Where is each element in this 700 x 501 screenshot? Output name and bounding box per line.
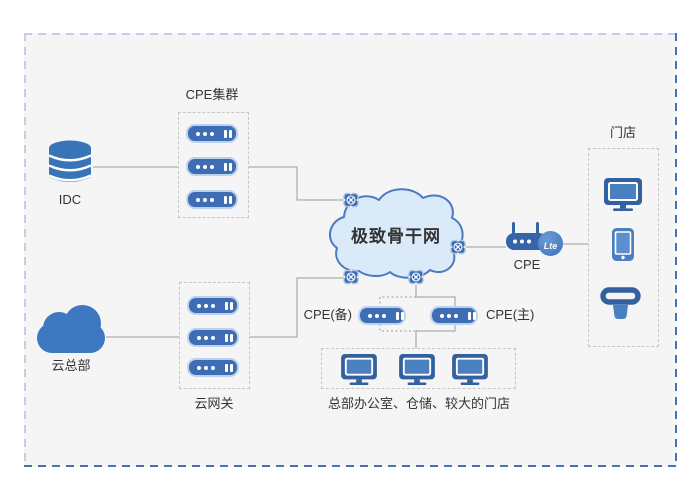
store-label: 门店 — [609, 125, 636, 140]
cpe-label: CPE — [513, 257, 541, 272]
server-icon — [186, 157, 238, 176]
router-node-icon — [343, 192, 359, 208]
lte-badge-label: Lte — [543, 241, 558, 251]
cpe-backup-label: CPE(备) — [303, 307, 352, 322]
office-group-label: 总部办公室、仓储、较大的门店 — [327, 396, 510, 411]
backbone-label: 极致骨干网 — [351, 227, 441, 246]
server-icon — [187, 328, 239, 347]
cpe-primary-label: CPE(主) — [486, 307, 535, 322]
cpe-cluster-label: CPE集群 — [185, 87, 239, 102]
server-icon — [186, 190, 238, 209]
cloud-hq-label: 云总部 — [51, 358, 91, 373]
cloud-icon — [37, 305, 105, 353]
database-icon — [48, 140, 92, 182]
office-group-box — [321, 348, 516, 389]
server-icon — [358, 306, 406, 325]
monitor-icon — [341, 353, 377, 385]
server-icon — [186, 124, 238, 143]
scanner-icon — [600, 287, 641, 319]
router-node-icon — [450, 239, 466, 255]
server-icon — [187, 296, 239, 315]
router-node-icon — [343, 269, 359, 285]
router-node-icon — [408, 269, 424, 285]
wireless-router-icon — [506, 222, 547, 250]
frame-right-border — [675, 33, 677, 467]
idc-label: IDC — [58, 192, 82, 207]
cloud-gateway-label: 云网关 — [194, 396, 234, 411]
cpe-cluster-box — [178, 112, 249, 218]
store-box — [588, 148, 659, 347]
server-icon — [187, 358, 239, 377]
monitor-icon — [399, 353, 435, 385]
lte-badge-icon: Lte — [538, 231, 563, 256]
cloud-gateway-box — [179, 282, 250, 389]
frame-left-border — [24, 33, 26, 467]
phone-icon — [612, 228, 634, 261]
monitor-icon — [452, 353, 488, 385]
frame-bottom-border — [24, 465, 677, 467]
server-icon — [430, 306, 478, 325]
frame-top-border — [24, 33, 677, 35]
monitor-icon — [604, 178, 642, 211]
